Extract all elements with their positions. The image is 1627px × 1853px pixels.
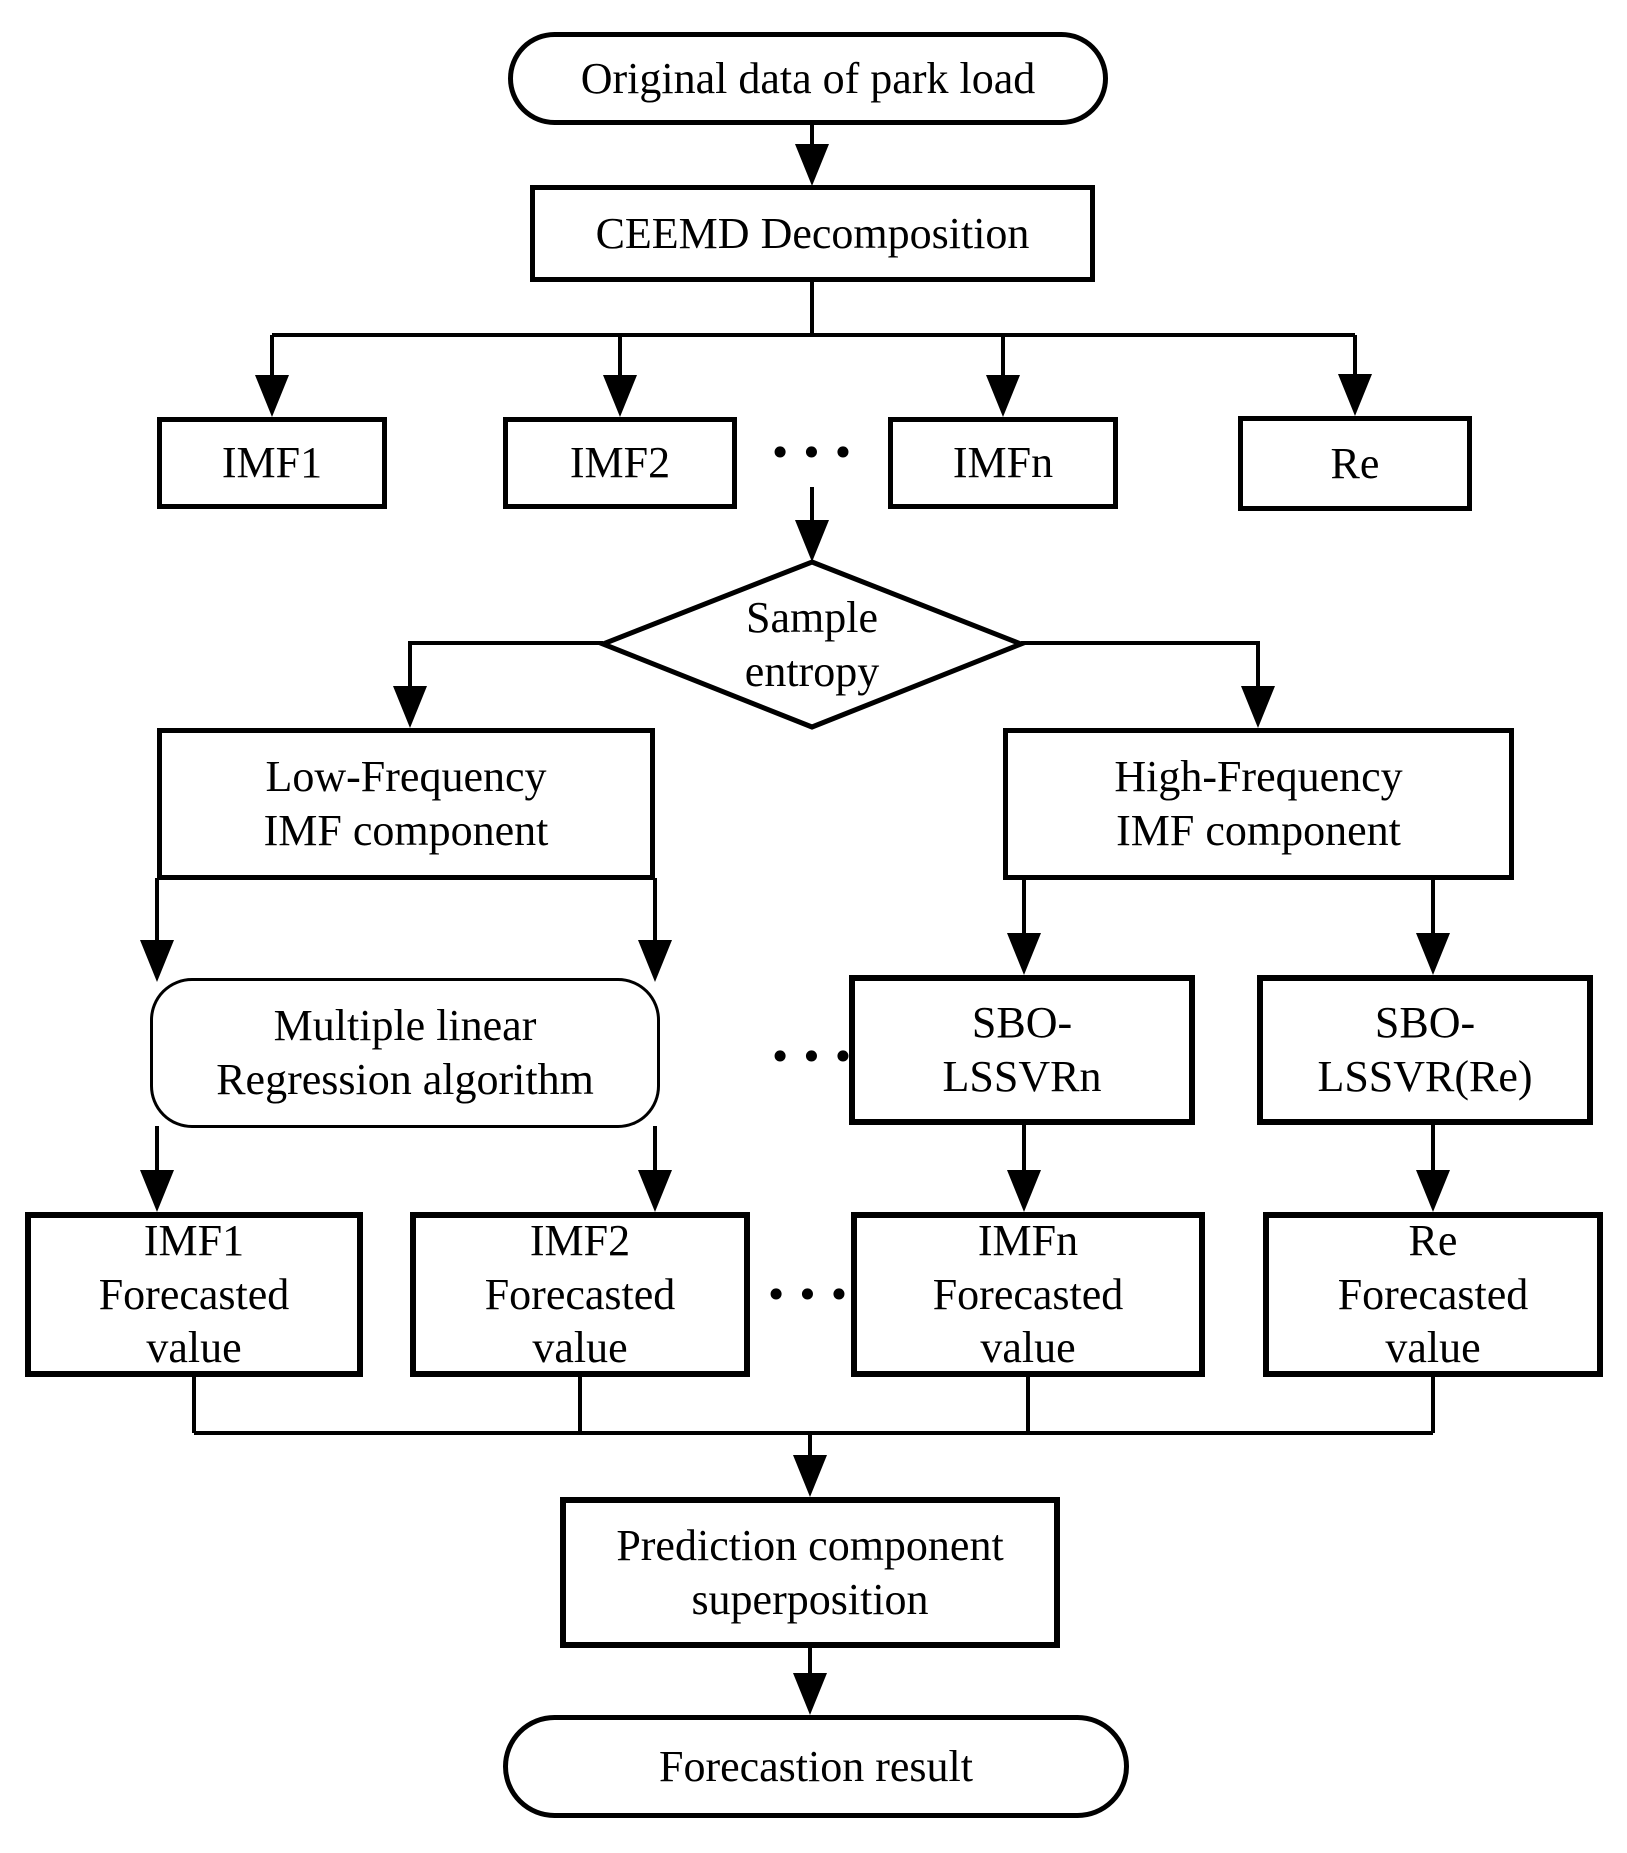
sbo-lssvr-re-line1: SBO- [1374,998,1476,1048]
result-terminator-label: Forecastion result [658,1741,974,1791]
start-terminator-label: Original data of park load [580,53,1036,103]
re-forecast-line2: Forecasted [1337,1269,1529,1319]
imf1-forecast-line2: Forecasted [98,1269,290,1319]
imf1-forecast-box: IMF1 Forecasted value [25,1212,363,1377]
ceemd-process: CEEMD Decomposition [530,185,1095,282]
ellipsis-dots-forecast-row: ••• [742,1265,882,1325]
sbo-lssvrn-line2: LSSVRn [942,1052,1102,1101]
sbo-lssvr-re-box: SBO- LSSVR(Re) [1257,975,1593,1125]
imf1-forecast-line3: value [146,1323,242,1373]
sbo-lssvrn-box: SBO- LSSVRn [849,975,1195,1125]
low-frequency-line1: Low-Frequency [265,752,547,802]
superposition-process: Prediction component superposition [560,1497,1060,1648]
imfn-box: IMFn [888,417,1118,509]
re-forecast-box: Re Forecasted value [1263,1212,1603,1377]
sample-entropy-diamond [596,559,1028,730]
high-frequency-line1: High-Frequency [1114,752,1403,802]
imfn-forecast-line3: value [980,1323,1076,1373]
re-box: Re [1238,416,1472,511]
imfn-forecast-line2: Forecasted [932,1269,1124,1319]
low-frequency-box: Low-Frequency IMF component [157,728,655,880]
imf2-forecast-line3: value [532,1323,628,1373]
sample-entropy-line1: Sample [746,593,878,643]
sample-entropy-line2: entropy [744,647,880,696]
imfn-forecast-box: IMFn Forecasted value [851,1212,1205,1377]
mlr-line1: Multiple linear [273,1001,537,1051]
imf1-label: IMF1 [221,438,323,488]
imf2-label: IMF2 [569,438,671,488]
ellipsis-glyph: ••• [768,431,864,475]
high-frequency-line2: IMF component [1116,806,1401,855]
re-forecast-line1: Re [1408,1216,1458,1265]
imfn-forecast-line1: IMFn [977,1216,1079,1265]
ellipsis-glyph: ••• [764,1273,860,1317]
sample-entropy-decision: Sample entropy [642,578,982,712]
ellipsis-dots-imf-row: ••• [746,423,886,483]
re-label: Re [1330,438,1380,488]
ceemd-label: CEEMD Decomposition [595,208,1030,258]
superposition-line1: Prediction component [616,1520,1004,1570]
mlr-line2: Regression algorithm [216,1055,594,1104]
imf2-forecast-box: IMF2 Forecasted value [410,1212,750,1377]
imf2-forecast-line2: Forecasted [484,1269,676,1319]
result-terminator: Forecastion result [503,1715,1129,1818]
low-frequency-line2: IMF component [263,806,549,855]
superposition-line2: superposition [691,1574,929,1624]
re-forecast-line3: value [1385,1323,1481,1373]
imf1-forecast-line1: IMF1 [143,1216,245,1265]
sbo-lssvrn-line1: SBO- [971,998,1073,1048]
imfn-label: IMFn [952,438,1054,488]
start-terminator: Original data of park load [508,32,1108,125]
ellipsis-glyph: ••• [768,1035,864,1079]
imf2-forecast-line1: IMF2 [529,1216,631,1265]
imf1-box: IMF1 [157,417,387,509]
mlr-process: Multiple linear Regression algorithm [150,978,660,1128]
ellipsis-dots-sbo-row: ••• [746,1027,886,1087]
sbo-lssvr-re-line2: LSSVR(Re) [1317,1052,1533,1101]
high-frequency-box: High-Frequency IMF component [1003,728,1514,880]
imf2-box: IMF2 [503,417,737,509]
arrowheads [140,144,1450,1715]
